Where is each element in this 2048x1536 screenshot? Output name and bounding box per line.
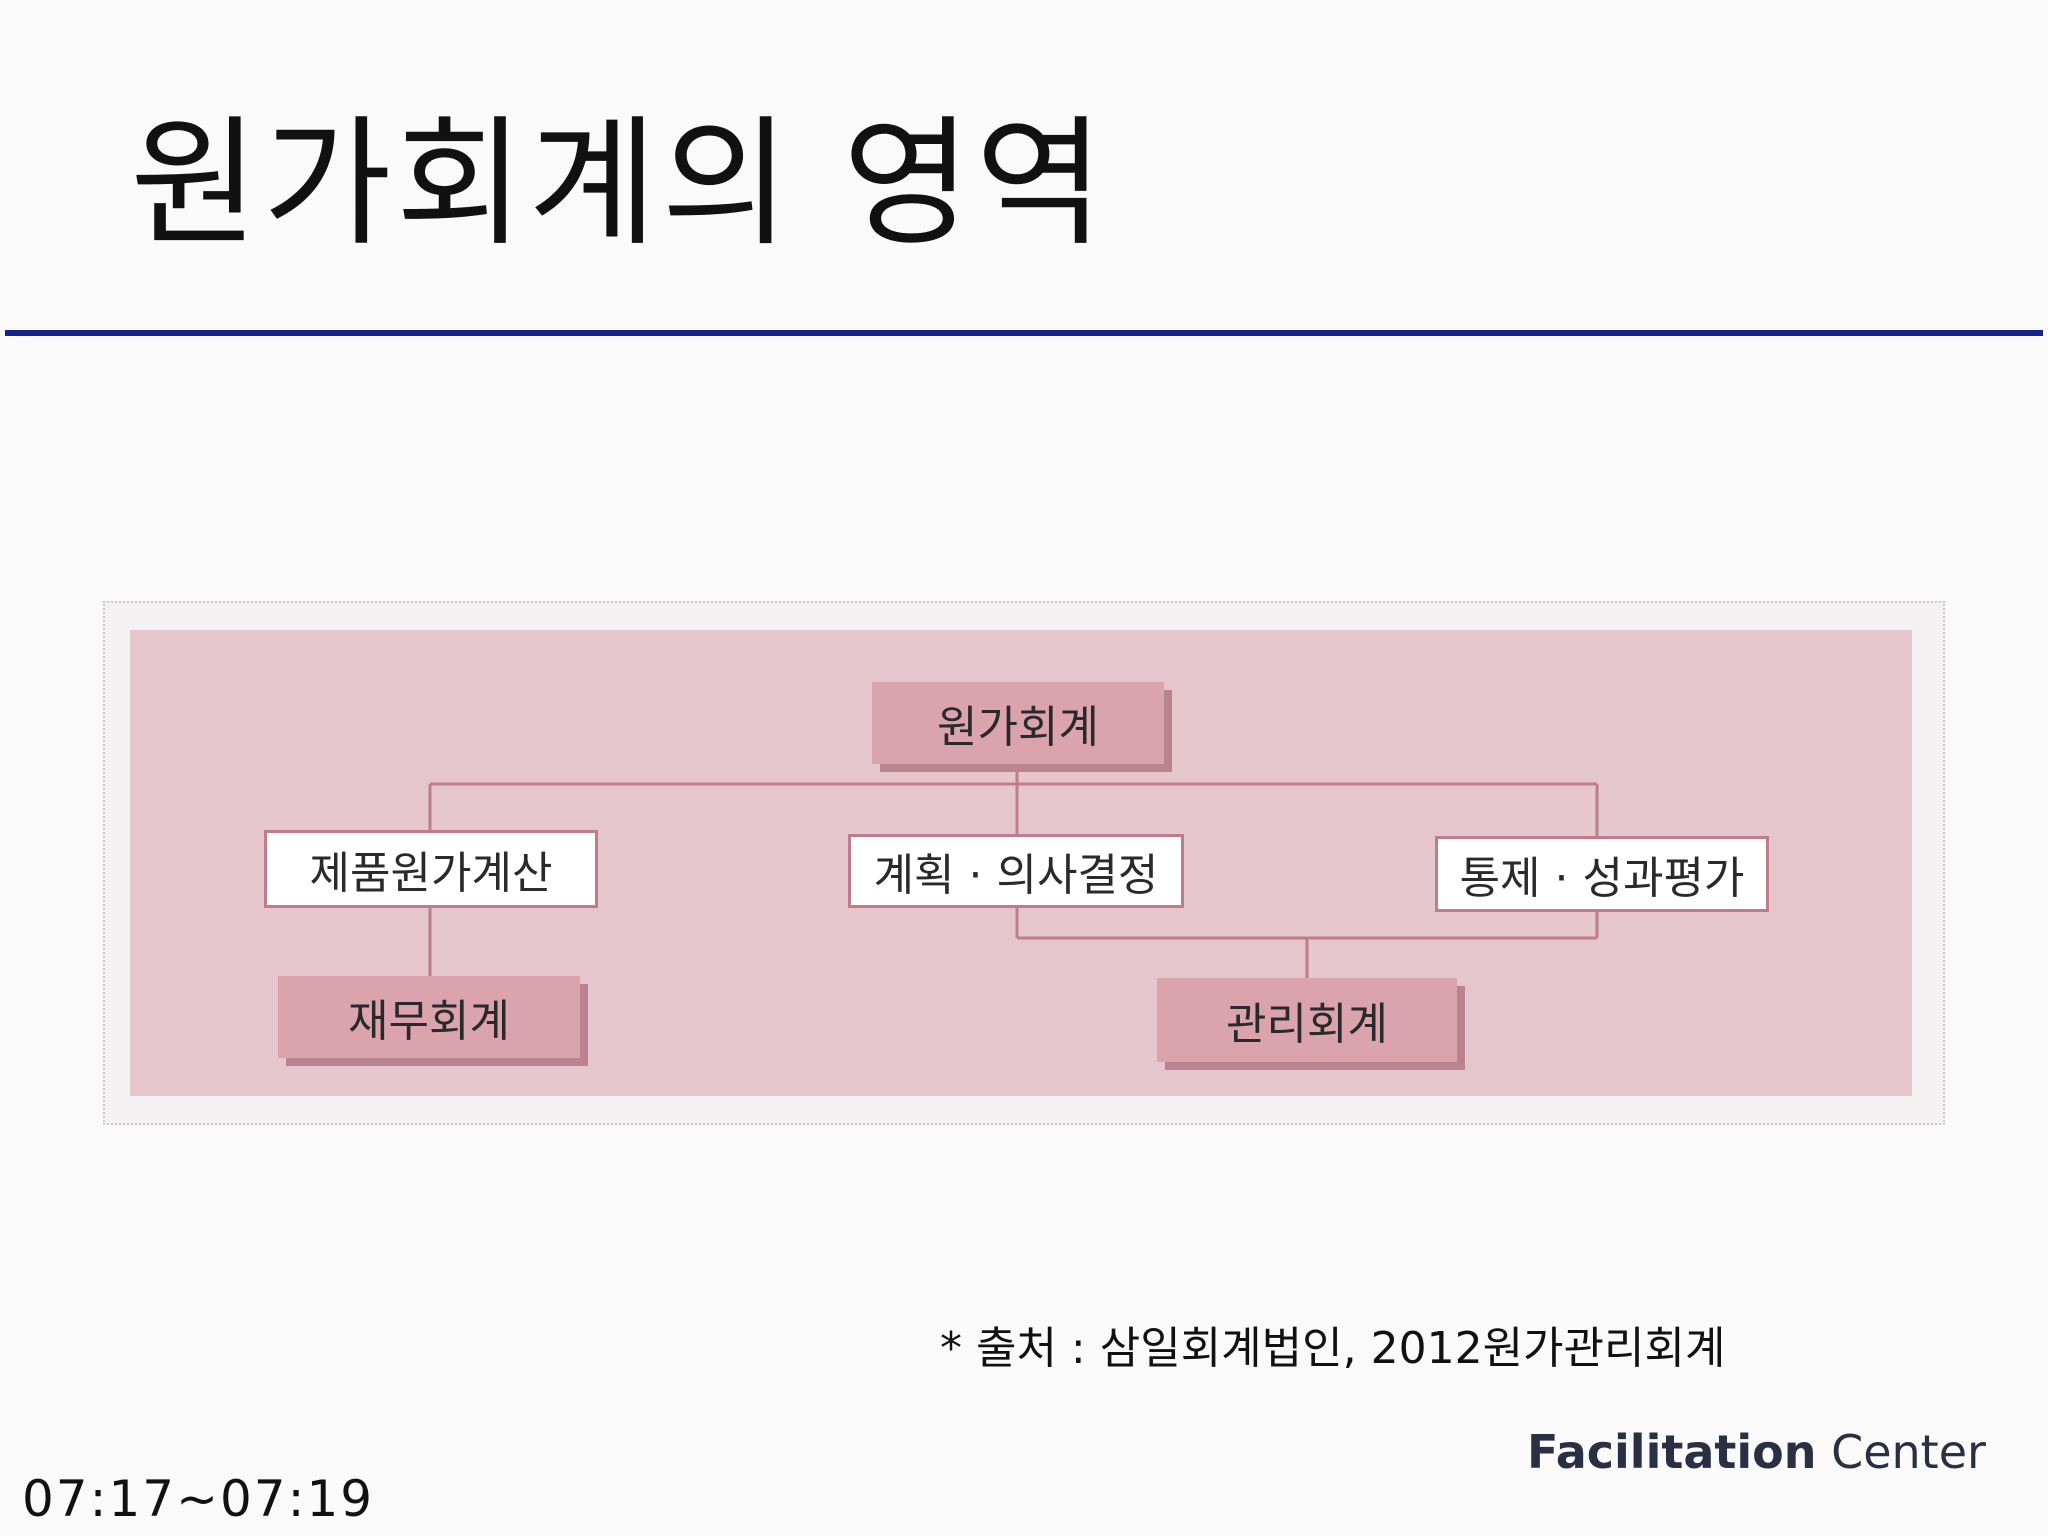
logo-text-bold: Facilitation: [1527, 1425, 1817, 1479]
node-planning-decision: 계획 · 의사결정: [848, 834, 1184, 908]
node-product-costing: 제품원가계산: [264, 830, 598, 908]
node-financial-accounting: 재무회계: [278, 976, 580, 1058]
timecode: 07:17~07:19: [22, 1470, 375, 1528]
node-control-evaluation: 통제 · 성과평가: [1435, 836, 1769, 912]
slide-title: 원가회계의 영역: [130, 103, 1109, 266]
title-divider: [5, 330, 2043, 336]
logo-text: Facilitation Center: [1527, 1425, 1986, 1479]
node-cost-accounting: 원가회계: [872, 682, 1164, 764]
facilitation-center-logo: Facilitation Center: [1515, 1408, 1986, 1496]
source-citation: * 출처 : 삼일회계법인, 2012원가관리회계: [940, 1323, 1726, 1374]
node-management-accounting: 관리회계: [1157, 978, 1457, 1062]
logo-text-regular: Center: [1831, 1425, 1986, 1479]
